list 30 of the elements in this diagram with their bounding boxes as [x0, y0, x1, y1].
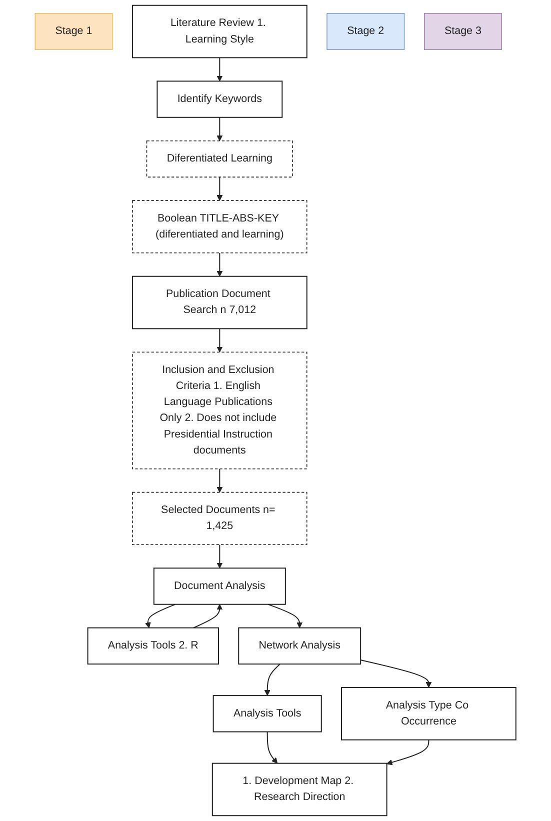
- node-box: Network Analysis: [238, 627, 362, 665]
- node-box: Analysis Type Co Occurrence: [341, 687, 516, 740]
- node-box: Analysis Tools 2. R: [87, 627, 219, 665]
- arrow: [145, 604, 176, 628]
- node-box: Identify Keywords: [156, 80, 283, 118]
- node-box: Literature Review 1. Learning Style: [132, 4, 308, 58]
- arrow: [266, 732, 278, 764]
- node-box: Boolean TITLE-ABS-KEY (diferentiated and learning): [132, 200, 308, 254]
- arrow: [360, 660, 432, 688]
- arrow: [264, 664, 280, 696]
- node-box: Stage 1: [34, 13, 113, 50]
- node-box: Stage 2: [326, 13, 405, 50]
- node-box: Diferentiated Learning: [146, 140, 293, 178]
- arrow: [216, 58, 223, 82]
- arrow: [216, 252, 223, 277]
- arrow: [216, 177, 223, 201]
- node-box: Inclusion and Exclusion Criteria 1. English Language Publications Only 2. Does not include Presidential Instruction documents: [132, 352, 308, 470]
- arrow: [216, 328, 223, 352]
- arrow: [193, 604, 223, 628]
- node-box: Document Analysis: [153, 568, 286, 605]
- node-box: Analysis Tools: [212, 695, 322, 732]
- node-box: 1. Development Map 2. Research Direction: [212, 762, 388, 816]
- arrow: [386, 740, 430, 766]
- node-box: Stage 3: [424, 13, 502, 50]
- node-box: Publication Document Search n 7,012: [132, 276, 308, 330]
- arrow: [216, 468, 223, 493]
- arrow: [216, 117, 223, 142]
- arrow: [268, 604, 303, 628]
- node-box: Selected Documents n= 1,425: [132, 492, 308, 546]
- arrow: [216, 544, 223, 568]
